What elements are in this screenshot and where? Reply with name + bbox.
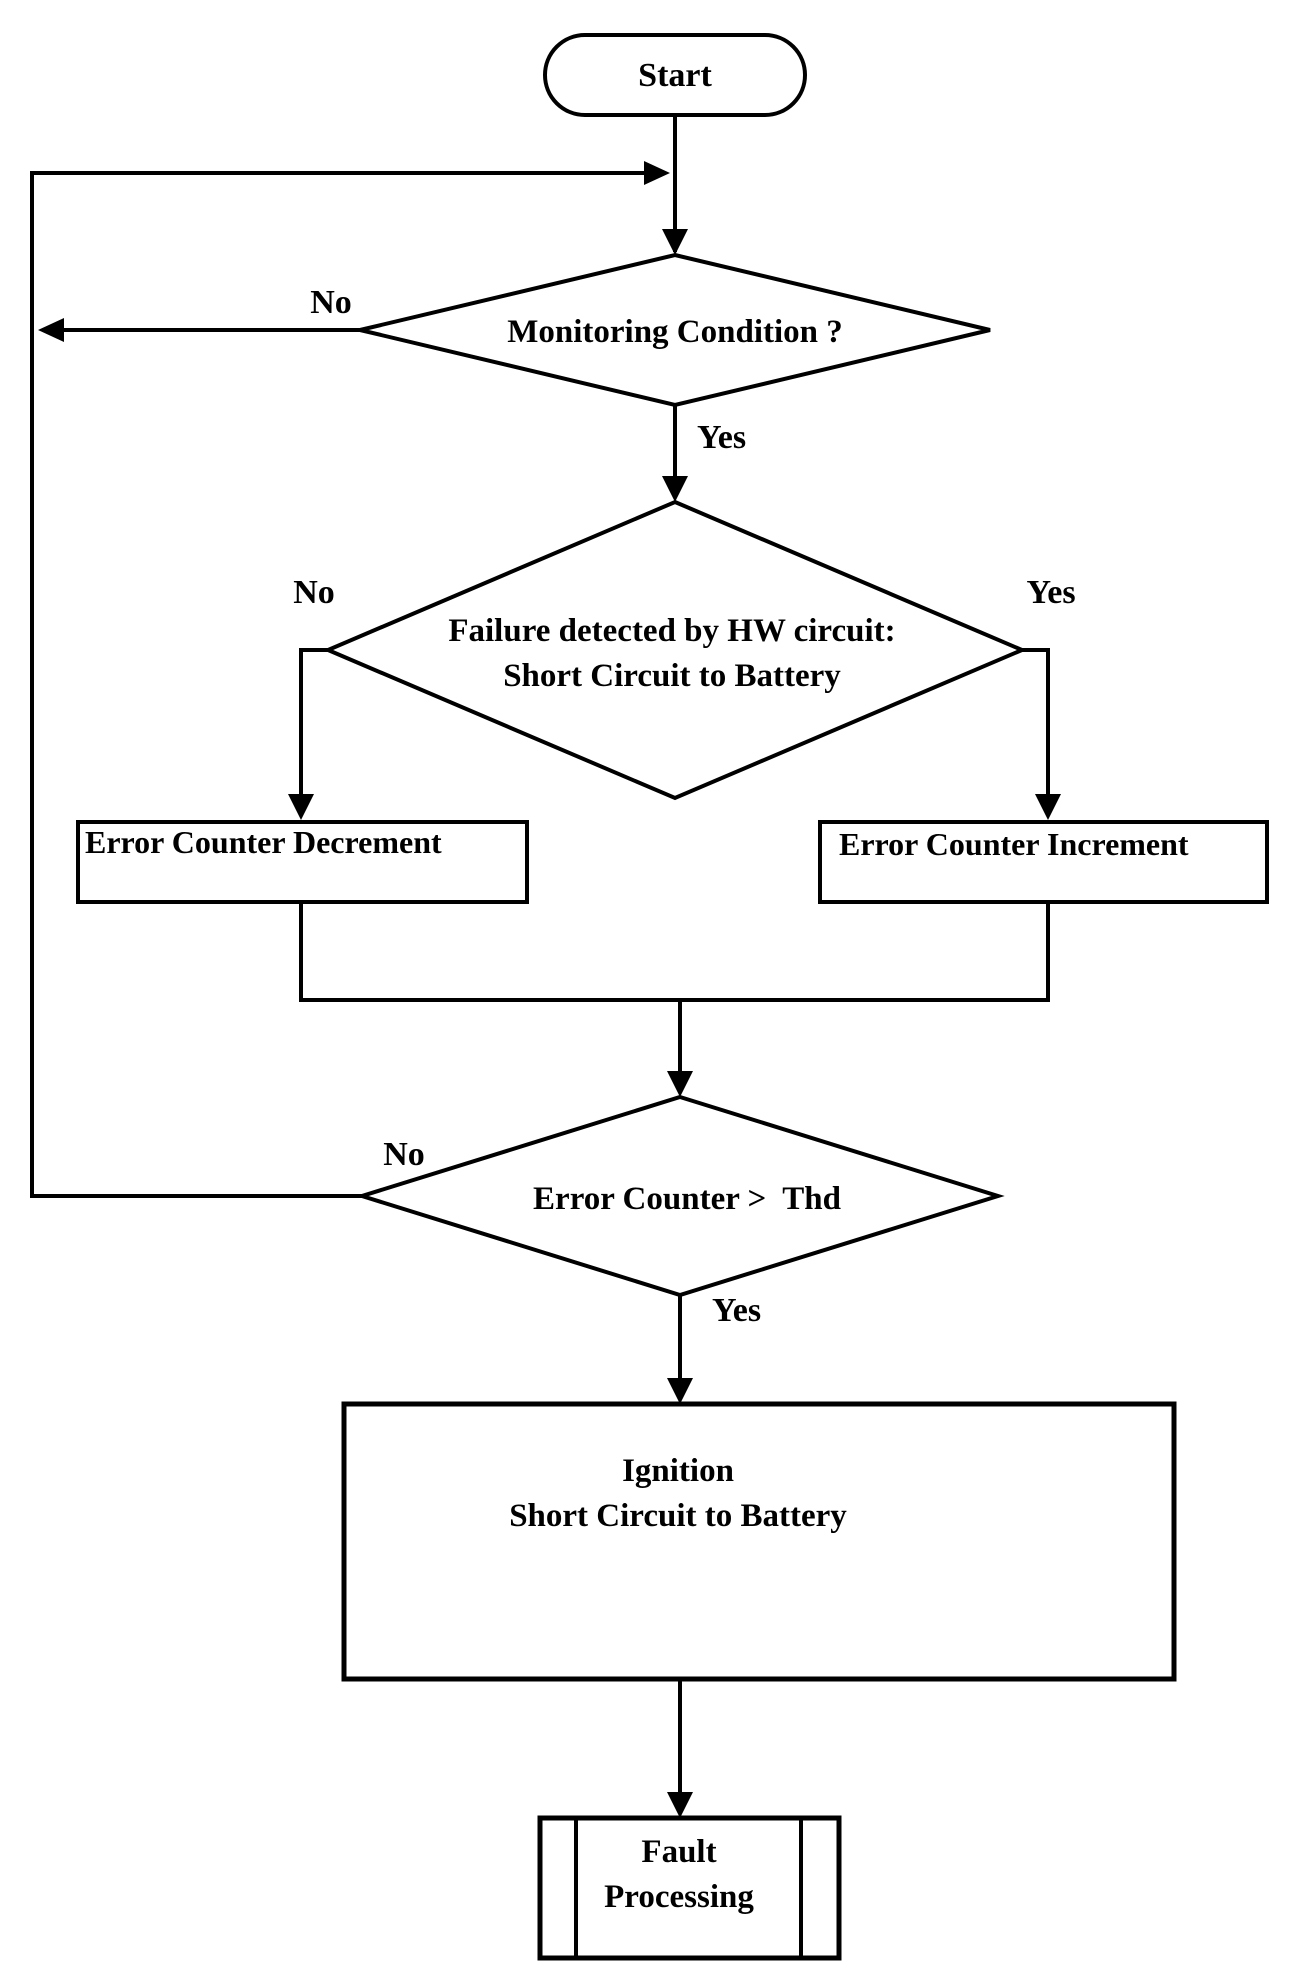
arrowhead-into-threshold <box>667 1071 693 1097</box>
arrowhead-into-ignition <box>667 1378 693 1404</box>
fault-processing-label-line1: Fault <box>641 1834 716 1870</box>
decision-failure-detected <box>322 499 1028 801</box>
arrowhead-loop-into-main <box>644 161 670 185</box>
failure-detected-label-line1: Failure detected by HW circuit: <box>448 613 895 649</box>
error-counter-increment-label: Error Counter Increment <box>839 826 1189 862</box>
error-counter-threshold-label: Error Counter > Thd <box>533 1181 841 1217</box>
arrowhead-into-failure <box>662 476 688 502</box>
monitoring-yes-label: Yes <box>697 419 746 456</box>
failure-detected-label-line2: Short Circuit to Battery <box>503 658 841 694</box>
failure-yes-label: Yes <box>1026 574 1075 611</box>
arrowhead-into-monitoring <box>662 229 688 255</box>
predefined-process-fault-processing <box>537 1815 842 1961</box>
arrowhead-into-increment <box>1035 794 1061 820</box>
edge-counter-merge <box>299 902 1050 1002</box>
ignition-label-line2: Short Circuit to Battery <box>509 1498 847 1534</box>
decision-error-counter-threshold <box>355 1094 1005 1298</box>
monitoring-no-label: No <box>310 284 352 321</box>
decision-monitoring-condition <box>359 252 991 408</box>
start-label: Start <box>638 57 712 94</box>
edge-failure-yes <box>1022 648 1050 816</box>
arrowhead-into-fault <box>667 1792 693 1818</box>
threshold-no-label: No <box>383 1136 425 1173</box>
process-ignition-short-circuit <box>341 1401 1177 1682</box>
failure-no-label: No <box>293 574 335 611</box>
process-error-counter-increment <box>818 820 1269 904</box>
arrowhead-into-decrement <box>288 794 314 820</box>
monitoring-condition-label: Monitoring Condition ? <box>507 314 843 350</box>
process-error-counter-decrement <box>76 820 529 904</box>
fault-processing-label-line2: Processing <box>604 1879 754 1915</box>
error-counter-decrement-label: Error Counter Decrement <box>85 824 442 860</box>
edge-loop-return-rail <box>30 171 648 1198</box>
ignition-label-line1: Ignition <box>622 1453 734 1489</box>
start-terminator <box>543 33 807 117</box>
arrowhead-monitoring-no <box>38 318 64 342</box>
threshold-yes-label: Yes <box>712 1292 761 1329</box>
edge-failure-no <box>299 648 328 816</box>
